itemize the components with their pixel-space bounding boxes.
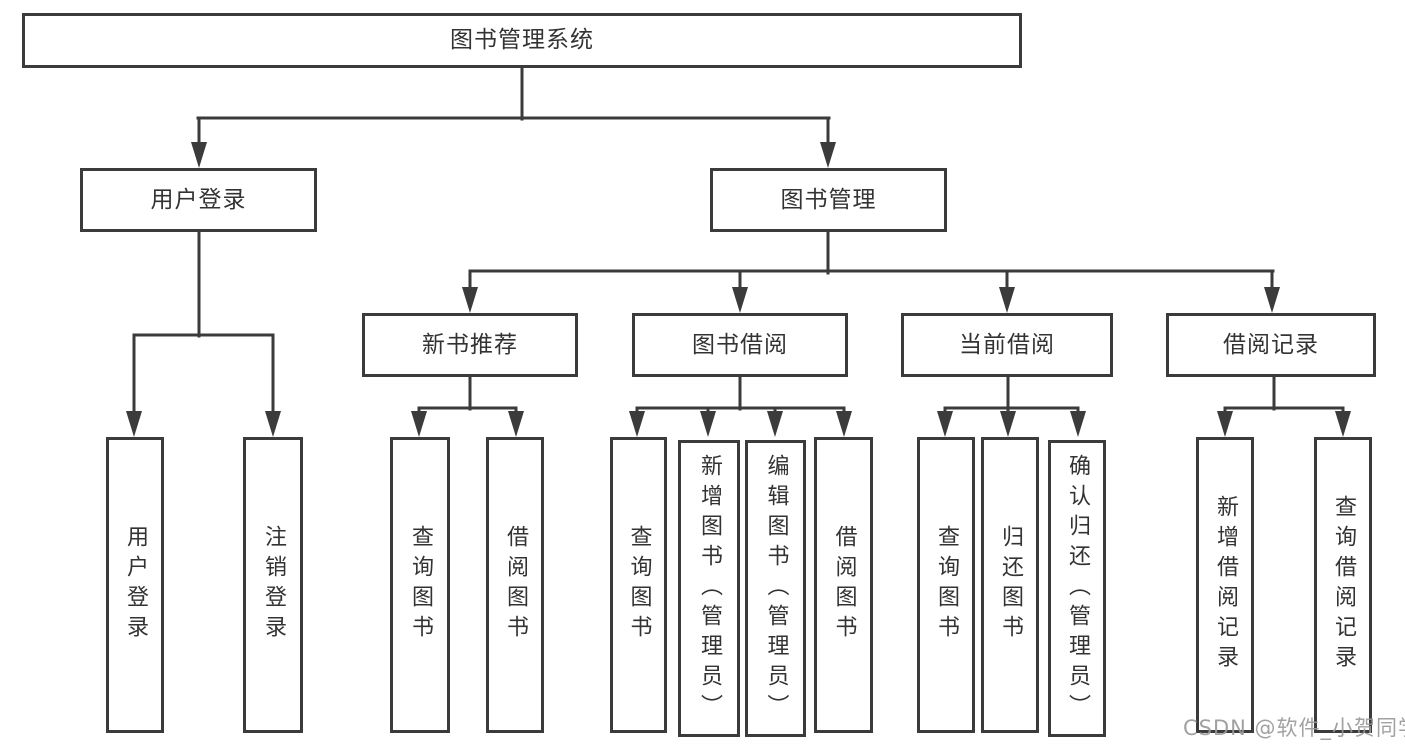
leaf-add-borrow-record: 新增借阅记录 (1196, 437, 1254, 733)
leaf-borrow-books: 借阅图书 (814, 437, 873, 733)
leaf-logout: 注销登录 (243, 437, 303, 733)
leaf-add-books-admin: 新增图书（管理员） (678, 440, 740, 737)
leaf-current-query-books: 查询图书 (917, 437, 975, 733)
leaf-recommend-query-books: 查询图书 (390, 437, 450, 733)
node-current-borrowing: 当前借阅 (901, 313, 1113, 377)
leaf-recommend-borrow-books: 借阅图书 (486, 437, 544, 733)
leaf-query-borrow-record: 查询借阅记录 (1314, 437, 1372, 733)
leaf-return-books: 归还图书 (981, 437, 1039, 733)
leaf-confirm-return-admin: 确认归还（管理员） (1048, 440, 1106, 737)
node-user-login-branch: 用户登录 (80, 168, 317, 232)
node-book-borrowing: 图书借阅 (632, 313, 848, 377)
node-new-book-recommendation: 新书推荐 (362, 313, 578, 377)
csdn-watermark: CSDN @软件_小贺同学 (1183, 716, 1405, 740)
node-book-management-branch: 图书管理 (710, 168, 947, 232)
node-borrowing-records: 借阅记录 (1166, 313, 1376, 377)
node-root-library-management-system: 图书管理系统 (22, 13, 1022, 68)
leaf-user-login: 用户登录 (106, 437, 164, 733)
leaf-borrowing-query-books: 查询图书 (610, 437, 667, 733)
leaf-edit-books-admin: 编辑图书（管理员） (745, 440, 806, 737)
arrowheads (126, 142, 1351, 437)
